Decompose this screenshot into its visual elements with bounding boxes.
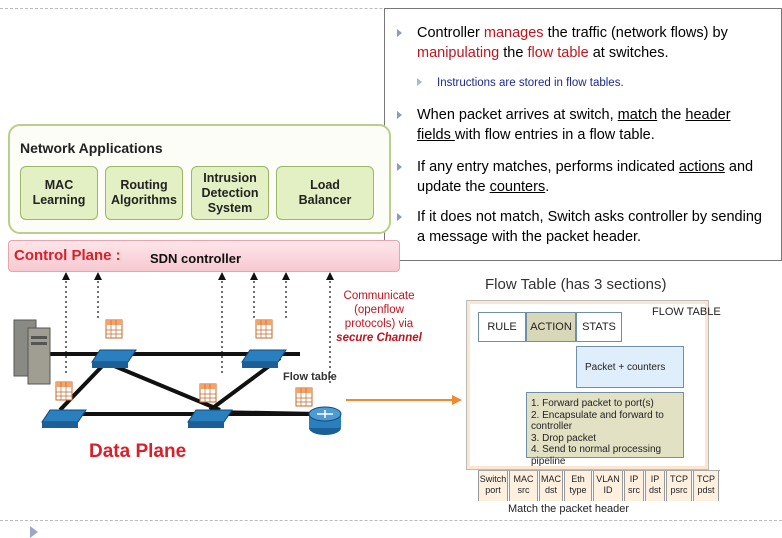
bullet-marker-icon [397,213,402,221]
bullet-marker-icon [397,29,402,37]
switch-icon [91,349,137,368]
header-field: MAC dst [539,471,563,501]
bullet-5-text: If it does not match, Switch asks contro… [417,209,762,245]
communicate-line-1: Communicate [343,290,415,302]
stats-tab: STATS [576,312,622,342]
bullet-marker-icon [397,111,402,119]
bullet-3-text: When packet arrives at switch, match the… [417,107,731,143]
header-field: VLAN ID [593,471,623,501]
communicate-line-3: protocols) via [344,318,414,330]
header-field: TCP pdst [693,471,719,501]
flow-table-label: Flow table [283,371,337,383]
action-item: 4. Send to normal processing pipeline [531,444,662,467]
app-load-balancer: Load Balancer [276,166,374,220]
actions-box: 1. Forward packet to port(s) 2. Encapsul… [526,392,684,467]
channel-arrowheads [62,272,334,280]
action-item: 1. Forward packet to port(s) [531,398,654,409]
switch-icon [41,409,87,428]
slide-bullet-icon [30,526,38,538]
header-fields-row: Switch port MAC src MAC dst Eth type VLA… [478,470,720,501]
router-icon [308,406,342,435]
action-item: 2. Encapsulate and forward to controller [531,409,664,433]
header-field: TCP psrc [666,471,692,501]
control-plane-label: Control Plane : [14,247,121,264]
sdn-controller-label: SDN controller [150,251,242,266]
secure-channel-label: secure Channel [336,332,422,344]
actions-list: 1. Forward packet to port(s) 2. Encapsul… [531,398,683,467]
header-field: Switch port [478,471,508,501]
app-routing-algorithms: Routing Algorithms [105,166,183,220]
switch-icon [241,349,287,368]
network-applications-title: Network Applications [20,140,163,156]
bottom-divider [0,520,782,521]
bullet-4-text: If any entry matches, performs indicated… [417,159,754,195]
flow-table-icon [295,387,313,407]
network-diagram [13,272,462,435]
rule-tab: RULE [478,312,526,342]
bullet-box: Controller manages the traffic (network … [384,8,782,261]
bullet-marker-icon [397,163,402,171]
header-field: IP dst [645,471,665,501]
flow-table-icon [55,381,73,401]
flow-table-arrow [346,395,462,405]
app-intrusion-detection: Intrusion Detection System [191,166,269,220]
header-field: Eth type [564,471,592,501]
control-plane-bar [8,240,400,272]
bullet-1-text: Controller manages the traffic (network … [417,25,728,61]
network-links [48,352,321,416]
flow-table-icon [255,319,273,339]
bullet-2-text: Instructions are stored in flow tables. [437,77,624,89]
match-caption: Match the packet header [508,503,630,515]
flow-table-icon [199,383,217,403]
server-icon [13,319,51,385]
switch-icon [187,409,233,428]
communicate-line-2: (openflow [354,304,404,316]
control-channels [65,276,331,384]
flow-table-title: Flow Table (has 3 sections) [485,276,667,293]
data-plane-label: Data Plane [89,441,187,462]
header-field: MAC src [509,471,538,501]
packet-counters-box: Packet + counters [576,346,684,388]
flow-table-icon [105,319,123,339]
header-field: IP src [624,471,644,501]
action-tab: ACTION [526,312,576,342]
app-mac-learning: MAC Learning [20,166,98,220]
bullet-marker-icon [417,78,422,86]
communicate-note: Communicate (openflow protocols) via sec… [331,289,427,345]
flow-table-name: FLOW TABLE [652,306,721,318]
action-item: 3. Drop packet [531,432,597,444]
